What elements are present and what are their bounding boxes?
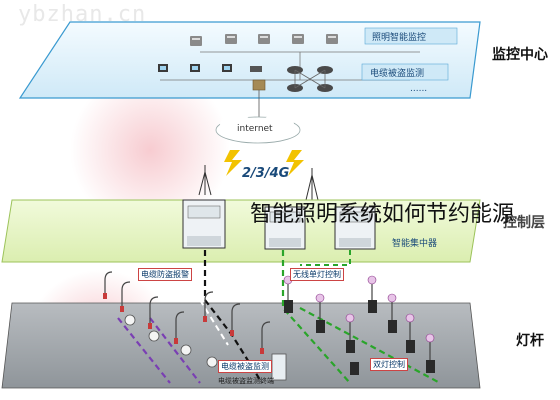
server-icon (190, 34, 338, 46)
camera-icon (124, 314, 218, 368)
antenna-icon (198, 165, 319, 201)
computer-icon (158, 64, 262, 72)
control-layer-label: 控制层 (503, 215, 545, 231)
tier-title: 电缆被盗监测 (370, 69, 425, 79)
tag-cable-alarm: 电缆防盗报警 (138, 268, 192, 281)
tag-cable-monitor: 电缆被盗监测 (218, 360, 272, 373)
cable-dashed-green (299, 307, 441, 384)
cabinet-label: 电缆被盗监测终端 (218, 377, 274, 385)
cloud-icon (215, 114, 301, 144)
tier-box (361, 63, 449, 81)
cable-dashed-green (281, 250, 351, 384)
lamp-icon (104, 271, 431, 360)
cable-dashed-purple (117, 317, 171, 384)
tag-wireless-control: 无线单灯控制 (290, 268, 344, 281)
cable-dashed-black (199, 299, 229, 346)
gateway-icon (252, 79, 266, 91)
decorative-blob (70, 70, 230, 230)
tier-title: ...... (410, 84, 428, 94)
tier-title: 照明智能监控 (372, 33, 427, 43)
lamp-controller-icon (284, 300, 435, 375)
lightning-icon (224, 150, 304, 176)
tag-dual-control: 双灯控制 (370, 358, 408, 371)
lamp-layer-ground (1, 302, 481, 389)
tier-box (364, 27, 458, 45)
monitor-center-label: 监控中心 (492, 47, 548, 63)
network-label: 2/3/4G (242, 166, 290, 181)
cabinet-icon (271, 353, 287, 381)
cable-dashed-green (300, 250, 351, 266)
cable-dashed-black (203, 250, 263, 384)
meter-icon (182, 199, 376, 250)
concentrator-label: 智能集中器 (392, 239, 438, 249)
lamp-layer-label: 灯杆 (516, 333, 544, 349)
overlay-title: 智能照明系统如何节约能源 (250, 202, 515, 227)
lamp-fixture (103, 293, 264, 354)
cable-dashed-purple (149, 317, 201, 384)
lamp-head-icon (283, 275, 435, 343)
internet-label: internet (237, 124, 273, 134)
